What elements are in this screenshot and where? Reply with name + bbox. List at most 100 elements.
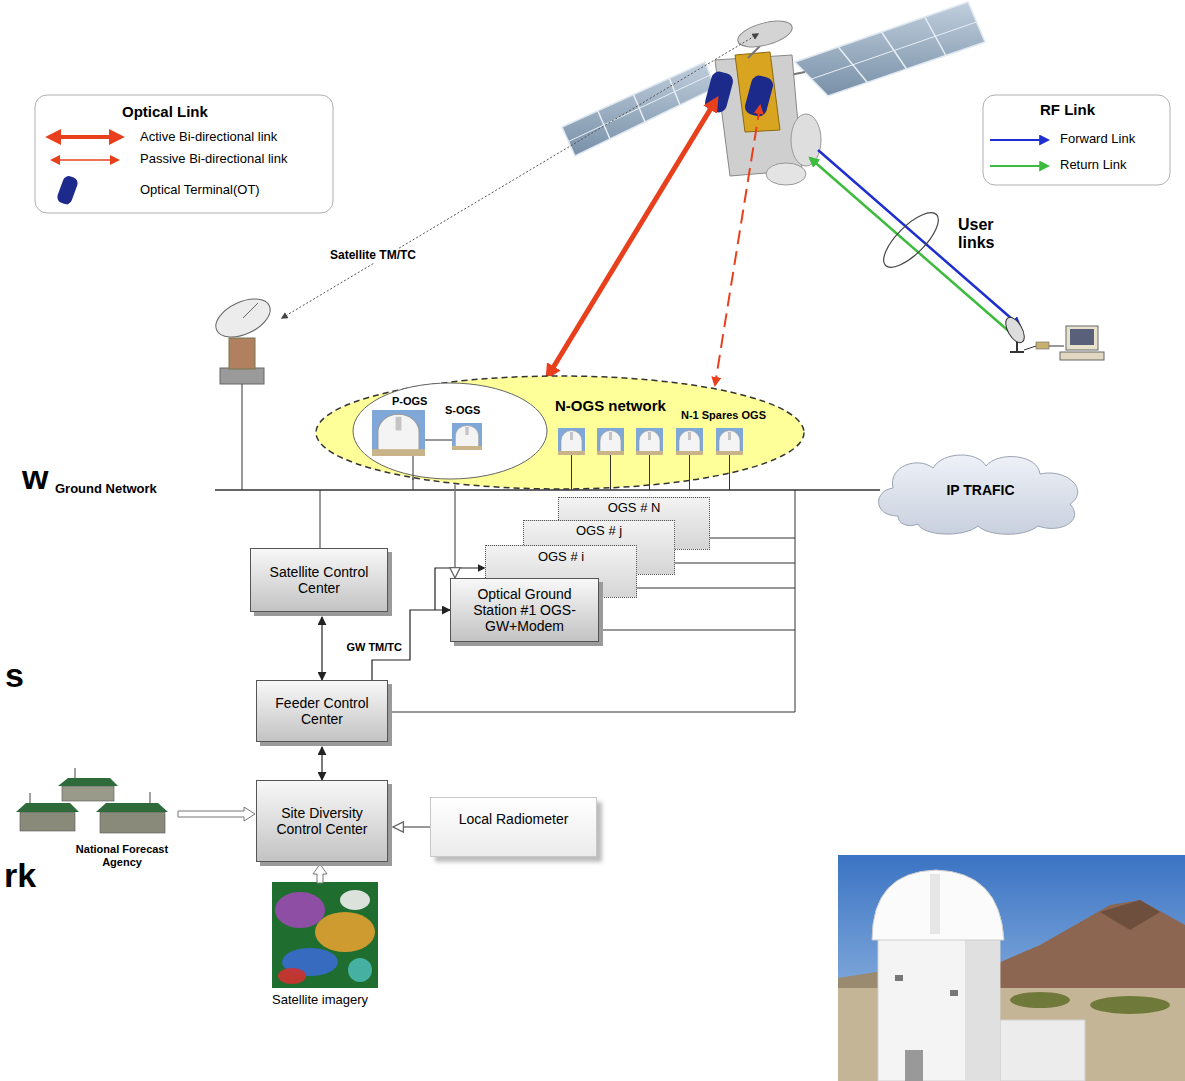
satellite: [766, 163, 806, 185]
satellite-imagery: [272, 864, 378, 988]
user-terminal: [1002, 314, 1104, 360]
primary-ogs-domes: [413, 456, 414, 480]
spare-ogs-domes: [558, 428, 585, 455]
spare-ogs-domes: [610, 455, 611, 490]
node-text: N-OGS network: [555, 397, 666, 414]
node-text: IP TRAFIC: [946, 482, 1014, 498]
satellite: [748, 46, 760, 58]
network-label: Ground Network: [55, 482, 157, 497]
satellite-imagery: [315, 912, 375, 952]
satellite-imagery: [348, 958, 372, 982]
ground-antenna: [210, 34, 758, 384]
primary-ogs-ellipse: P-OGSS-OGS: [352, 382, 548, 480]
legend-title: RF Link: [1040, 101, 1095, 118]
satellite-imagery: [278, 968, 306, 984]
legend-text: Optical Terminal(OT): [140, 183, 260, 198]
ip-cloud-outline: [879, 455, 1078, 534]
legend-text: Return Link: [1060, 158, 1126, 173]
spare-ogs-domes: [729, 455, 730, 490]
node-text: N-1 Spares OGS: [681, 409, 766, 422]
node-text: OGS # N: [608, 501, 661, 516]
cropped-text: w: [22, 458, 48, 497]
network-ellipse-outline: [316, 376, 804, 489]
ground-network: [320, 490, 321, 548]
user-terminal: [1066, 326, 1098, 350]
rf-legend-frame: [983, 95, 1170, 185]
observatory-photo: [878, 935, 1000, 1081]
ground-network: [242, 384, 243, 490]
satellite: [735, 52, 780, 132]
ip-cloud: IP TRAFIC: [868, 446, 1093, 534]
forecast-agency-icon: [58, 778, 118, 786]
user-terminal: [1002, 314, 1028, 345]
satellite-imagery: [272, 882, 378, 988]
observatory-photo: [950, 990, 958, 996]
optical-legend-frame: [35, 95, 333, 213]
optical-legend-frame: [50, 135, 120, 139]
primary-ogs-domes: [425, 440, 452, 441]
user-terminal: [1024, 346, 1036, 350]
observatory-photo: [965, 935, 1000, 1081]
observatory-photo: [1100, 900, 1160, 930]
forecast-agency-icon: [100, 812, 165, 833]
source-label: National Forecast Agency: [60, 843, 184, 868]
observatory-photo: [1010, 992, 1070, 1008]
node-text: Satellite Control Center: [257, 564, 381, 596]
forecast-agency-icon: [150, 792, 151, 803]
satellite: [812, 22, 977, 79]
node-text: OGS # i: [538, 550, 584, 565]
user-terminal: [1010, 351, 1024, 353]
source-label: Satellite imagery: [272, 993, 368, 1008]
forecast-agency-icon: [75, 768, 76, 778]
observatory-photo: [905, 1050, 923, 1081]
ground-network: [795, 490, 796, 712]
forecast-agency-icon: [96, 803, 168, 812]
ground-network: [386, 712, 795, 713]
observatory-photo: [838, 855, 1185, 1081]
satellite: [562, 2, 985, 185]
satellite: [735, 16, 795, 52]
ground-antenna: [282, 34, 758, 318]
node-text: Local Radiometer: [459, 811, 569, 827]
node-text: Optical Ground Station #1 OGS-GW+Modem: [457, 586, 592, 634]
node-text: P-OGS: [392, 395, 427, 408]
primary-ogs-domes: [372, 410, 425, 456]
ground-network: [597, 630, 795, 631]
optical-links: [715, 106, 760, 385]
rf-legend-frame: [990, 139, 1048, 141]
observatory-photo: [1000, 1020, 1085, 1081]
node-text: Site Diversity Control Center: [263, 805, 381, 837]
forecast-agency-icon: [62, 786, 114, 801]
observatory-photo: [930, 874, 940, 934]
spare-ogs-domes: [571, 455, 572, 490]
forecast-agency-icon: [30, 793, 31, 803]
legend-text: Forward Link: [1060, 132, 1135, 147]
user-terminal: [1036, 342, 1049, 349]
optical-links: [548, 100, 716, 376]
cropped-text: rk: [4, 856, 36, 895]
forecast-agency-icon: [16, 803, 79, 812]
cropped-text: s: [5, 656, 24, 695]
ground-antenna: [220, 368, 264, 384]
link-label: Satellite TM/TC: [328, 249, 418, 263]
satellite: [569, 75, 711, 142]
optical-links: [548, 100, 760, 385]
rf-legend-frame: [990, 165, 1048, 167]
ground-network: [710, 538, 795, 539]
satellite-imagery: [340, 890, 370, 910]
radiometer-box: Local Radiometer: [430, 797, 597, 857]
optical-legend-frame: [56, 174, 80, 205]
hollow-arrow: [454, 485, 456, 579]
forecast-agency-icon: [178, 807, 255, 821]
spare-ogs-domes: [716, 428, 743, 455]
optical-legend-frame: [35, 95, 333, 213]
spare-ogs-domes: [597, 428, 624, 455]
primary-ogs-domes: [452, 423, 482, 450]
ground-network: [675, 563, 795, 564]
user-links: [876, 205, 947, 276]
spare-ogs-domes: [636, 428, 663, 455]
satellite: [791, 114, 821, 166]
spare-ogs-domes: [689, 455, 690, 490]
control-box: Satellite Control Center: [250, 548, 388, 612]
